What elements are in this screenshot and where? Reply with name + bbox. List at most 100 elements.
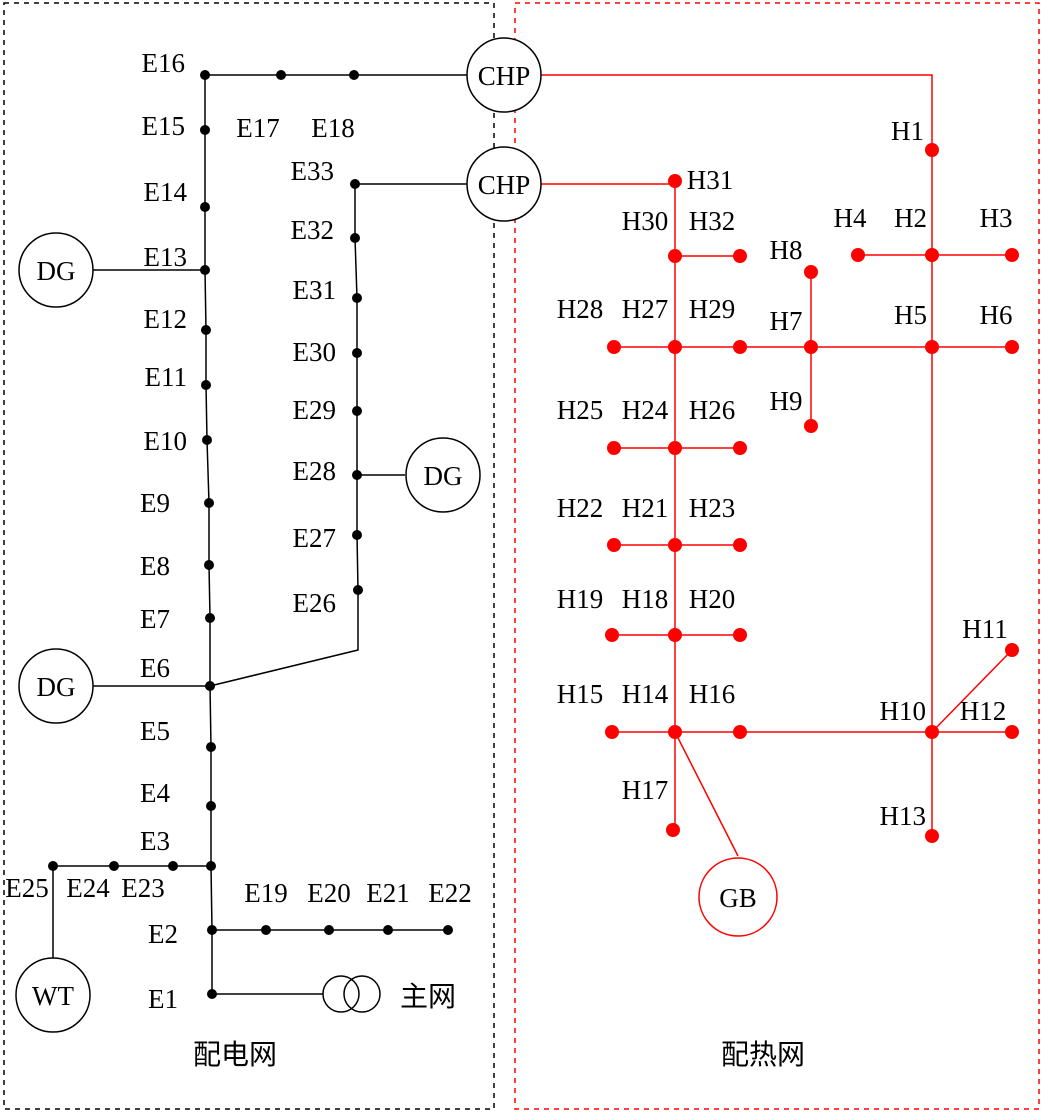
gb-unit [698,857,778,937]
node-dot-e13 [200,265,210,275]
node-dot-h28 [607,340,621,354]
node-label-h19: H19 [557,584,604,614]
node-label-h7: H7 [770,306,803,336]
wt-label: WT [32,981,74,1011]
node-dot-e3 [206,861,216,871]
node-dot-e2 [207,925,217,935]
node-label-e18: E18 [311,113,355,143]
node-dot-h26 [733,441,747,455]
node-label-e23: E23 [121,873,165,903]
node-label-h18: H18 [622,584,669,614]
node-label-e7: E7 [140,604,170,634]
node-label-e24: E24 [66,873,110,903]
node-dot-e7 [205,613,215,623]
node-label-e26: E26 [293,588,337,618]
electric-region-title: 配电网 [193,1039,277,1071]
node-dot-e9 [204,498,214,508]
node-dot-h4 [851,248,865,262]
node-dot-e17 [276,70,286,80]
node-dot-e28 [352,470,362,480]
node-label-e25: E25 [5,873,49,903]
wt-unit [15,957,91,1033]
node-label-h30: H30 [622,206,669,236]
chp-bottom-label: CHP [478,170,531,200]
node-label-e29: E29 [293,395,337,425]
node-label-e20: E20 [307,878,351,908]
node-dot-h13 [925,829,939,843]
node-label-e8: E8 [140,551,170,581]
node-dot-h23 [733,538,747,552]
transformer-icon [322,975,381,1013]
node-label-h1: H1 [891,116,924,146]
node-label-e33: E33 [291,156,335,186]
node-dot-h10 [925,725,939,739]
node-dot-e6 [205,681,215,691]
node-label-h21: H21 [622,493,669,523]
node-label-e6: E6 [140,653,170,683]
node-label-h14: H14 [622,679,669,709]
node-label-h23: H23 [689,493,736,523]
node-dot-e23 [168,861,178,871]
node-dot-h15 [605,725,619,739]
node-label-e13: E13 [144,242,188,272]
node-label-h27: H27 [622,294,669,324]
node-label-e4: E4 [140,778,170,808]
gb-label: GB [719,883,757,913]
node-dot-e14 [200,202,210,212]
node-label-e11: E11 [145,362,188,392]
node-markers [48,70,1019,999]
node-dot-e18 [349,70,359,80]
electric-lines [52,74,467,995]
node-dot-h7 [804,340,818,354]
chp-top-label: CHP [478,61,531,91]
node-dot-h32 [733,249,747,263]
node-dot-e20 [324,925,334,935]
heat-network-boundary [514,2,1040,1110]
node-dot-e31 [352,293,362,303]
node-label-e31: E31 [293,275,337,305]
node-label-h13: H13 [880,801,927,831]
node-dot-h18 [668,628,682,642]
main-grid-label: 主网 [400,981,456,1013]
node-label-e27: E27 [293,523,337,553]
node-label-e5: E5 [140,716,170,746]
node-label-e9: E9 [140,488,170,518]
node-dot-e32 [350,233,360,243]
chp-bottom-unit [466,146,542,222]
node-label-h9: H9 [770,386,803,416]
dg-e13-label: DG [37,256,76,286]
node-label-h2: H2 [894,203,927,233]
node-dot-e25 [48,861,58,871]
node-dot-h2 [925,248,939,262]
node-label-h10: H10 [880,696,927,726]
node-label-h29: H29 [689,294,736,324]
node-label-e28: E28 [293,456,337,486]
node-label-h26: H26 [689,395,736,425]
node-label-h22: H22 [557,493,604,523]
node-dot-h1 [925,143,939,157]
node-dot-h8 [804,265,818,279]
node-label-h8: H8 [770,235,803,265]
node-label-e3: E3 [140,826,170,856]
node-dot-h22 [607,538,621,552]
node-dot-e15 [200,125,210,135]
node-label-e14: E14 [144,177,188,207]
node-label-e1: E1 [148,984,178,1014]
node-label-e12: E12 [144,304,188,334]
node-dot-h21 [668,538,682,552]
node-dot-e1 [207,989,217,999]
node-dot-h25 [607,441,621,455]
node-label-h17: H17 [622,775,669,805]
node-dot-e8 [204,560,214,570]
node-dot-e21 [383,925,393,935]
node-dot-e30 [352,348,362,358]
dg-e13-unit [18,232,94,308]
node-label-h25: H25 [557,395,604,425]
node-dot-h27 [668,340,682,354]
node-label-e15: E15 [142,111,186,141]
node-dot-h14 [668,725,682,739]
dg-e6-unit [18,648,94,724]
node-label-e2: E2 [148,919,178,949]
dg-e28-unit [405,437,481,513]
